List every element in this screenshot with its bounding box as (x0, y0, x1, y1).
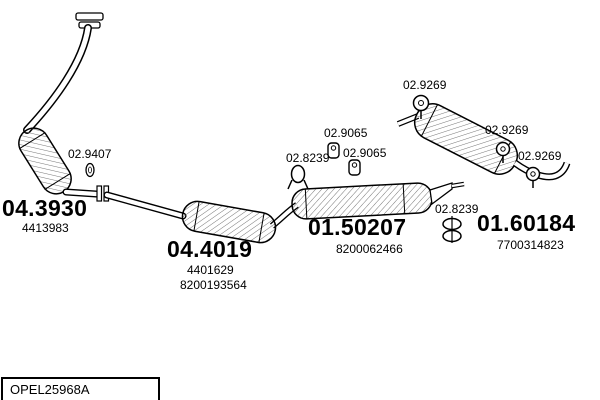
part-code-clamp-rear: 02.8239 (435, 202, 479, 216)
part-code-gasket: 02.9407 (68, 147, 112, 161)
gasket-icon (85, 162, 95, 178)
hanger-icon-rear-1 (412, 94, 430, 119)
part-code-center-section: 04.4019 (167, 236, 253, 262)
hanger-icon-rear-3 (525, 166, 541, 188)
part-code-rear-muffler: 01.60184 (477, 210, 576, 236)
part-ref-front-pipe: 4413983 (22, 221, 69, 235)
catalog-code: OPEL25968A (10, 382, 90, 397)
clamp-icon-rear (442, 216, 462, 243)
part-code-clamp-front: 02.8239 (286, 151, 330, 165)
front-pipe-catalyst-drawing (18, 12, 110, 202)
catalog-code-box: OPEL25968A (1, 377, 160, 400)
middle-muffler-drawing (291, 181, 465, 220)
part-ref-rear-muffler: 7700314823 (497, 238, 564, 252)
part-code-front-pipe: 04.3930 (2, 195, 88, 221)
hanger-icon-mid-1 (327, 142, 340, 159)
center-resonator-drawing (181, 200, 299, 244)
hanger-icon-rear-2 (495, 141, 511, 163)
part-ref-center-section-2: 8200193564 (180, 278, 247, 292)
mid-pipe-drawing (103, 191, 187, 220)
part-code-hanger-mid-1: 02.9065 (324, 126, 368, 140)
part-ref-middle-muffler: 8200062466 (336, 242, 403, 256)
hanger-icon-mid-2 (348, 159, 361, 176)
part-code-middle-muffler: 01.50207 (308, 214, 407, 240)
part-code-hanger-mid-2: 02.9065 (343, 146, 387, 160)
part-ref-center-section-1: 4401629 (187, 263, 234, 277)
part-code-hanger-rear-1: 02.9269 (403, 78, 447, 92)
clamp-icon-front (287, 164, 309, 190)
part-code-hanger-rear-3: 02.9269 (518, 149, 562, 163)
part-code-hanger-rear-2: 02.9269 (485, 123, 529, 137)
